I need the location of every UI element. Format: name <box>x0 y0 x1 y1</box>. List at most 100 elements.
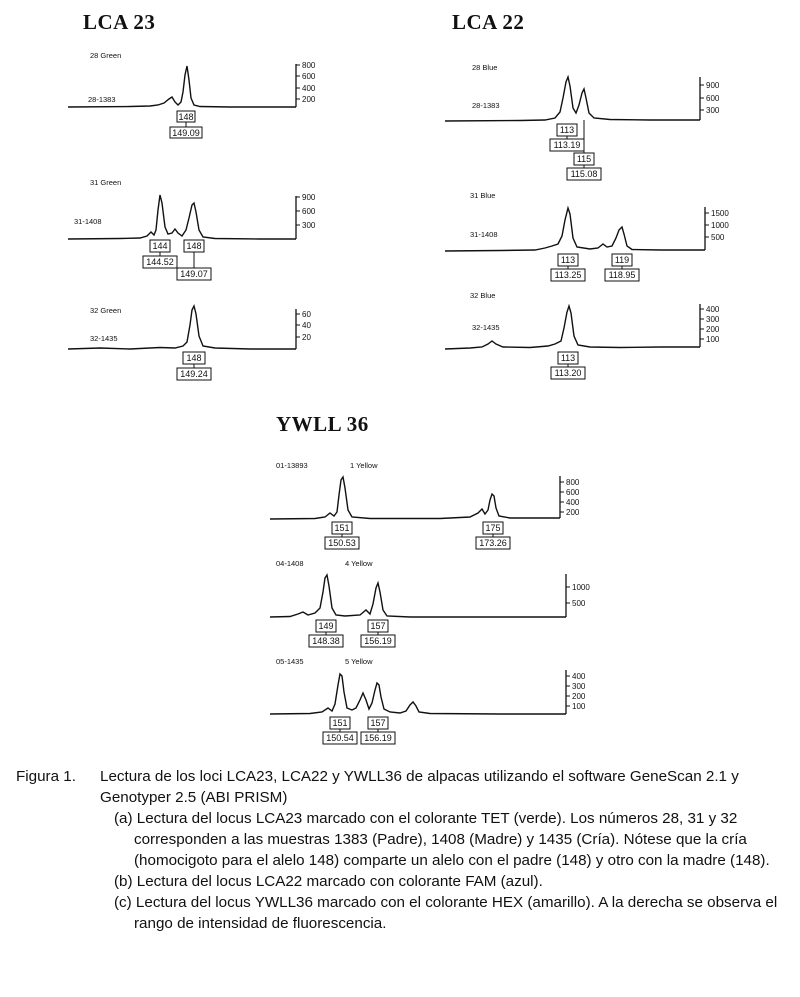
caption-text: Lectura de los loci LCA23, LCA22 y YWLL3… <box>100 768 739 806</box>
allele-label: 113 <box>561 255 575 265</box>
figure-caption: Figura 1. Lectura de los loci LCA23, LCA… <box>8 766 794 934</box>
trace <box>67 65 296 108</box>
section-title-lca23: LCA 23 <box>83 10 156 34</box>
allele-call: 119 118.95 <box>604 253 640 282</box>
allele-size: 149.09 <box>172 128 200 138</box>
scale-tick: 300 <box>572 682 586 691</box>
allele-label: 115 <box>577 154 591 164</box>
allele-label: 175 <box>485 523 500 533</box>
y-scale: 60 40 20 <box>296 310 311 342</box>
allele-label: 119 <box>615 255 629 265</box>
scale-tick: 300 <box>302 221 316 230</box>
allele-label: 113 <box>561 353 575 363</box>
scale-tick: 500 <box>711 233 725 242</box>
dye-label: 5 Yellow <box>345 657 373 666</box>
sample-label: 32-1435 <box>90 334 118 343</box>
allele-call: 151 150.54 <box>322 716 358 745</box>
allele-size: 150.53 <box>328 538 356 548</box>
scale-tick: 40 <box>302 321 311 330</box>
trace <box>67 303 296 350</box>
sample-label: 04-1408 <box>276 559 304 568</box>
dye-label: 4 Yellow <box>345 559 373 568</box>
allele-size: 113.20 <box>555 368 582 378</box>
allele-size: 115.08 <box>571 169 598 179</box>
trace <box>444 205 705 252</box>
sample-label: 31-1408 <box>470 230 498 239</box>
trace <box>269 573 566 618</box>
caption-item-b: (b) Lectura del locus LCA22 marcado con … <box>114 873 543 890</box>
trace <box>269 672 566 715</box>
scale-tick: 1000 <box>711 221 729 230</box>
allele-label: 157 <box>370 621 385 631</box>
allele-size: 118.95 <box>609 270 636 280</box>
allele-size: 144.52 <box>146 257 174 267</box>
y-scale: 1000 500 <box>566 583 590 608</box>
scale-tick: 400 <box>566 498 580 507</box>
allele-size: 149.07 <box>180 269 208 279</box>
allele-size: 148.38 <box>312 636 340 646</box>
allele-label: 144 <box>152 241 167 251</box>
dye-label: 28 Green <box>90 51 121 60</box>
scale-tick: 200 <box>706 325 720 334</box>
scale-tick: 20 <box>302 333 311 342</box>
y-scale: 900 600 300 <box>296 193 316 230</box>
allele-size: 156.19 <box>364 636 392 646</box>
section-title-lca22: LCA 22 <box>452 10 525 34</box>
dye-label: 32 Green <box>90 306 121 315</box>
allele-call: 113 113.25 <box>550 253 586 282</box>
allele-call: 113 113.20 <box>550 351 586 380</box>
scale-tick: 400 <box>302 84 316 93</box>
allele-label: 148 <box>178 112 193 122</box>
allele-label: 148 <box>186 353 201 363</box>
scale-tick: 100 <box>706 335 720 344</box>
scale-tick: 500 <box>572 599 586 608</box>
sample-label: 32-1435 <box>472 323 500 332</box>
caption-item-a: (a) Lectura del locus LCA23 marcado con … <box>114 810 770 869</box>
trace <box>67 194 296 240</box>
allele-size: 149.24 <box>180 369 208 379</box>
scale-tick: 60 <box>302 310 311 319</box>
dye-label: 32 Blue <box>470 291 495 300</box>
allele-label: 113 <box>560 125 574 135</box>
scale-tick: 600 <box>302 207 316 216</box>
allele-call: 148 149.09 <box>169 110 203 139</box>
allele-call: 157 156.19 <box>360 716 396 745</box>
allele-size: 173.26 <box>479 538 507 548</box>
allele-call: 151 150.53 <box>324 521 360 550</box>
scale-tick: 900 <box>706 81 720 90</box>
allele-call: 113 113.19 <box>549 123 585 152</box>
allele-size: 156.19 <box>364 733 392 743</box>
trace <box>269 475 560 520</box>
allele-label: 149 <box>318 621 333 631</box>
y-scale: 800 600 400 200 <box>560 478 580 517</box>
scale-tick: 200 <box>572 692 586 701</box>
caption-item-c: (c) Lectura del locus YWLL36 marcado con… <box>114 894 778 932</box>
allele-size: 150.54 <box>326 733 354 743</box>
trace <box>444 74 700 122</box>
scale-tick: 200 <box>302 95 316 104</box>
dye-label: 28 Blue <box>472 63 497 72</box>
y-scale: 800 600 400 200 <box>296 61 316 104</box>
scale-tick: 900 <box>302 193 316 202</box>
caption-label: Figura 1. <box>16 768 76 785</box>
allele-call: 157 156.19 <box>360 619 396 648</box>
allele-size: 113.19 <box>554 140 581 150</box>
y-scale: 1500 1000 500 <box>705 209 729 242</box>
allele-call: 148 149.24 <box>176 351 212 381</box>
scale-tick: 300 <box>706 106 720 115</box>
allele-call: 175 173.26 <box>475 521 511 550</box>
allele-call: 148 149.07 <box>176 239 212 281</box>
scale-tick: 800 <box>566 478 580 487</box>
dye-label: 1 Yellow <box>350 461 378 470</box>
scale-tick: 600 <box>566 488 580 497</box>
allele-call: 149 148.38 <box>308 619 344 648</box>
scale-tick: 400 <box>706 305 720 314</box>
sample-label: 05-1435 <box>276 657 304 666</box>
scale-tick: 1500 <box>711 209 729 218</box>
